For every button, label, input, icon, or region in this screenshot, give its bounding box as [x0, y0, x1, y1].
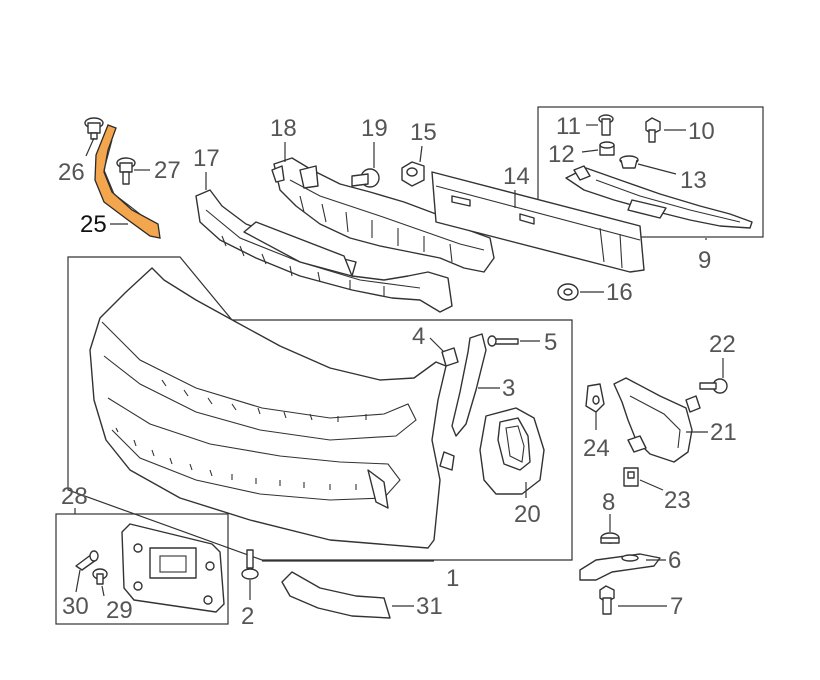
callout-13: 13 — [680, 167, 707, 194]
callout-21: 21 — [710, 419, 737, 446]
callout-14: 14 — [503, 163, 530, 190]
callout-25: 25 — [80, 211, 107, 238]
callout-5: 5 — [544, 329, 557, 356]
part-29-screw — [92, 568, 108, 585]
part-27-bolt — [116, 157, 136, 185]
part-17-absorber — [195, 189, 453, 313]
part-10-bolt — [645, 117, 661, 143]
part-6-bracket — [579, 553, 661, 581]
part-30-rivet — [75, 550, 99, 571]
callout-23: 23 — [664, 487, 691, 514]
part-22-bolt — [699, 378, 728, 394]
callout-1: 1 — [446, 565, 459, 592]
callout-20: 20 — [514, 501, 541, 528]
part-4-clip — [441, 347, 459, 367]
callout-28: 28 — [61, 483, 88, 510]
callout-10: 10 — [688, 118, 715, 145]
part-28-plate-bracket — [121, 523, 225, 613]
callout-30: 30 — [62, 593, 89, 620]
part-9-bracket — [565, 165, 753, 229]
bracket-group-frame — [537, 106, 764, 238]
callout-27: 27 — [154, 157, 181, 184]
part-13-cap — [619, 155, 639, 169]
callout-labels: 1 2 3 4 5 6 7 8 9 10 11 12 13 14 15 16 1… — [58, 113, 737, 630]
callout-8: 8 — [602, 489, 615, 516]
callout-26: 26 — [58, 159, 85, 186]
part-16-push-pin — [557, 283, 579, 301]
callout-17: 17 — [193, 145, 220, 172]
callout-16: 16 — [606, 279, 633, 306]
callout-3: 3 — [502, 375, 515, 402]
callout-12: 12 — [548, 141, 575, 168]
part-12-clip — [599, 141, 615, 156]
part-7-bolt — [599, 585, 615, 615]
part-25-bracket — [94, 124, 161, 239]
part-15-nut — [401, 161, 425, 187]
part-2-bolt — [241, 549, 259, 580]
leader-lines — [74, 124, 724, 607]
part-19-push-pin — [351, 168, 380, 188]
part-5-pin — [487, 335, 519, 347]
plate-group-frame — [55, 513, 229, 625]
part-11-bolt — [598, 114, 614, 136]
part-18-upper-support — [271, 157, 495, 273]
callout-18: 18 — [270, 115, 297, 142]
part-1-bumper-cover — [89, 267, 455, 549]
part-21-bracket — [613, 377, 701, 463]
callout-29: 29 — [106, 597, 133, 624]
part-31-trim — [281, 571, 391, 619]
callout-2: 2 — [241, 603, 254, 630]
part-14-beam — [431, 171, 645, 273]
callout-24: 24 — [583, 435, 610, 462]
bumper-assembly-frame — [67, 256, 573, 561]
callout-11: 11 — [556, 113, 581, 140]
callout-7: 7 — [670, 593, 683, 620]
callout-22: 22 — [709, 331, 736, 358]
part-20-bezel — [479, 407, 545, 495]
part-23-clip — [623, 467, 639, 487]
part-3-trim — [451, 333, 487, 437]
callout-4: 4 — [412, 323, 425, 350]
callout-15: 15 — [410, 119, 437, 146]
callout-19: 19 — [361, 115, 388, 142]
part-26-bolt — [84, 117, 104, 140]
callout-6: 6 — [668, 547, 681, 574]
callout-31: 31 — [416, 593, 443, 620]
part-24-clip — [585, 383, 605, 413]
part-8-washer — [600, 532, 620, 544]
callout-9: 9 — [698, 247, 711, 274]
